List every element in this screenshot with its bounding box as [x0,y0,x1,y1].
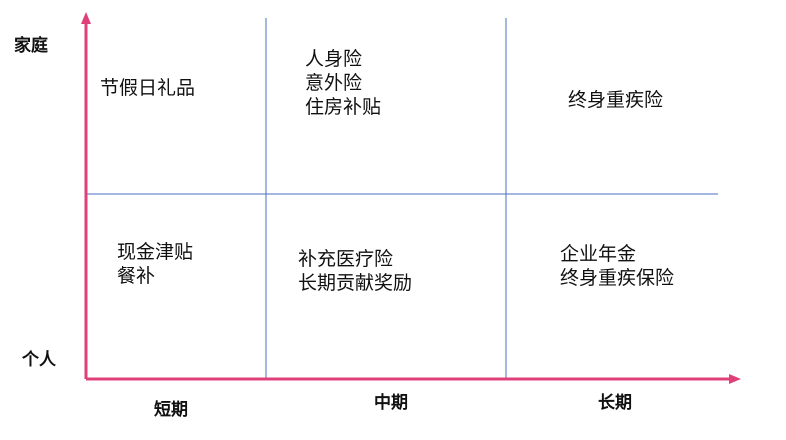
cell-item: 人身险 [305,48,363,70]
cell-item: 节假日礼品 [100,77,196,99]
cell-item: 终身重疾险 [568,89,664,111]
cell-bottom-short: 现金津贴 餐补 [117,240,193,288]
cell-item: 企业年金 [560,243,637,265]
cell-item: 终身重疾保险 [560,267,675,289]
cell-top-long: 终身重疾险 [568,88,663,112]
cell-item: 住房补贴 [305,96,382,118]
cell-top-mid: 人身险 意外险 住房补贴 [305,47,381,119]
cell-top-short: 节假日礼品 [100,76,195,100]
cell-item: 意外险 [305,72,363,94]
cell-bottom-long: 企业年金 终身重疾保险 [560,242,674,290]
x-axis-label-short: 短期 [154,400,188,420]
cell-item: 餐补 [117,265,156,287]
y-axis-bottom-label: 个人 [22,350,56,370]
x-axis-label-long: 长期 [598,393,632,413]
y-axis-top-label: 家庭 [14,36,48,56]
cell-item: 补充医疗险 [298,248,394,270]
x-axis-arrowhead [729,374,741,384]
cell-item: 现金津贴 [117,241,194,263]
cell-bottom-mid: 补充医疗险 长期贡献奖励 [298,247,412,295]
cell-item: 长期贡献奖励 [298,272,413,294]
x-axis-label-mid: 中期 [374,393,408,413]
y-axis-arrowhead [81,12,91,24]
